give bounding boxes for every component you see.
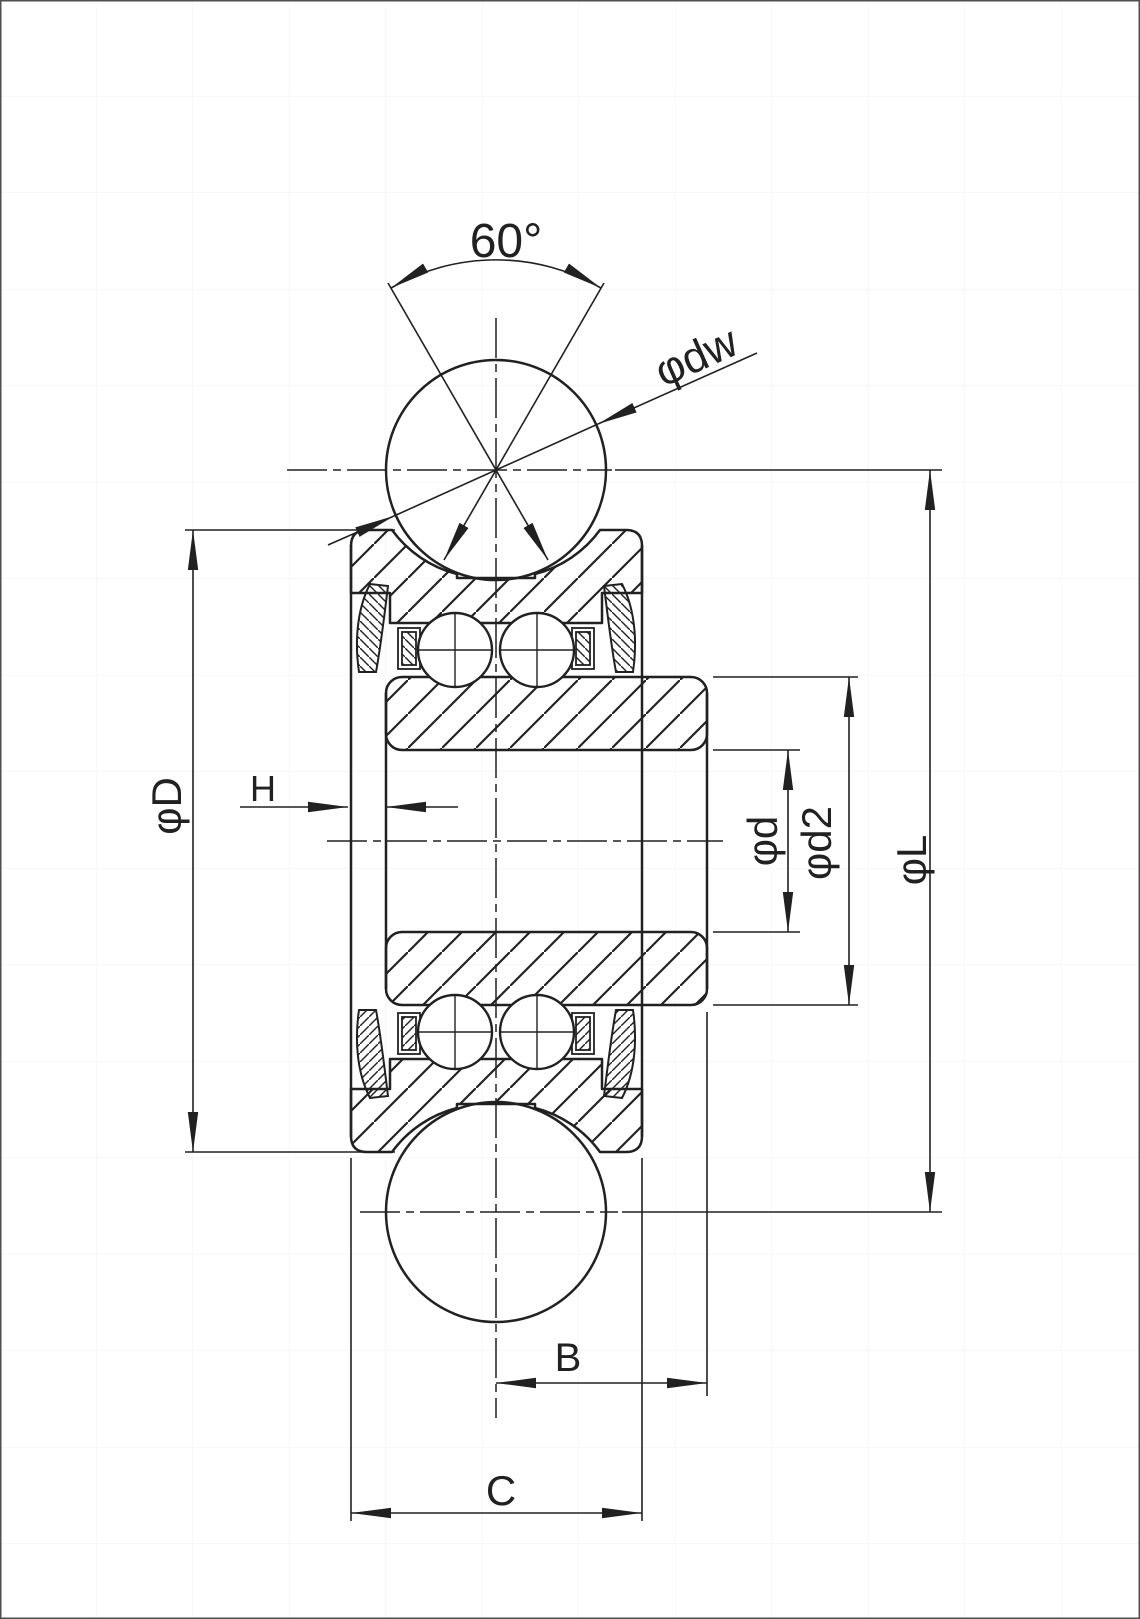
cage-lower-right [575,1016,591,1051]
angle-leg-left [387,282,549,561]
dim-label-recess-width: H [250,768,276,809]
seal-upper-left [355,582,390,673]
centerlines [287,318,723,1418]
dim-rail-diameter-lower-arrow [327,515,395,546]
dim-label-bore-diameter: φd [739,816,786,867]
cage-lower-left [401,1016,417,1051]
cage-upper-left [401,631,417,666]
dim-label-width-c: C [486,1467,516,1514]
cage-upper-right [575,631,591,666]
dim-angle-arc [390,259,602,289]
dim-label-outer-diameter: φD [143,777,190,835]
dim-label-sleeve-diameter: φd2 [793,806,840,880]
dim-label-groove-angle: 60° [470,215,543,268]
ball-crosshairs [418,613,574,1069]
dim-rail-diameter-line [393,423,599,517]
dimension-labels: 60° φdw φD H φd φd2 φL B C [143,215,935,1514]
dim-rail-diameter-upper-arrow [597,352,758,425]
sleeve-upper-wall [384,675,709,752]
seal-upper-right [602,582,637,673]
sleeve-lower-wall [384,930,709,1007]
dim-label-overall-diameter: φL [888,835,935,886]
angle-leg-right [443,282,605,561]
seal-lower-left [355,1009,390,1100]
seals [355,582,637,1100]
dim-label-width-b: B [555,1336,582,1380]
dimension-lines [187,259,936,1519]
seal-lower-right [602,1009,637,1100]
bearing-balls [416,611,576,1071]
